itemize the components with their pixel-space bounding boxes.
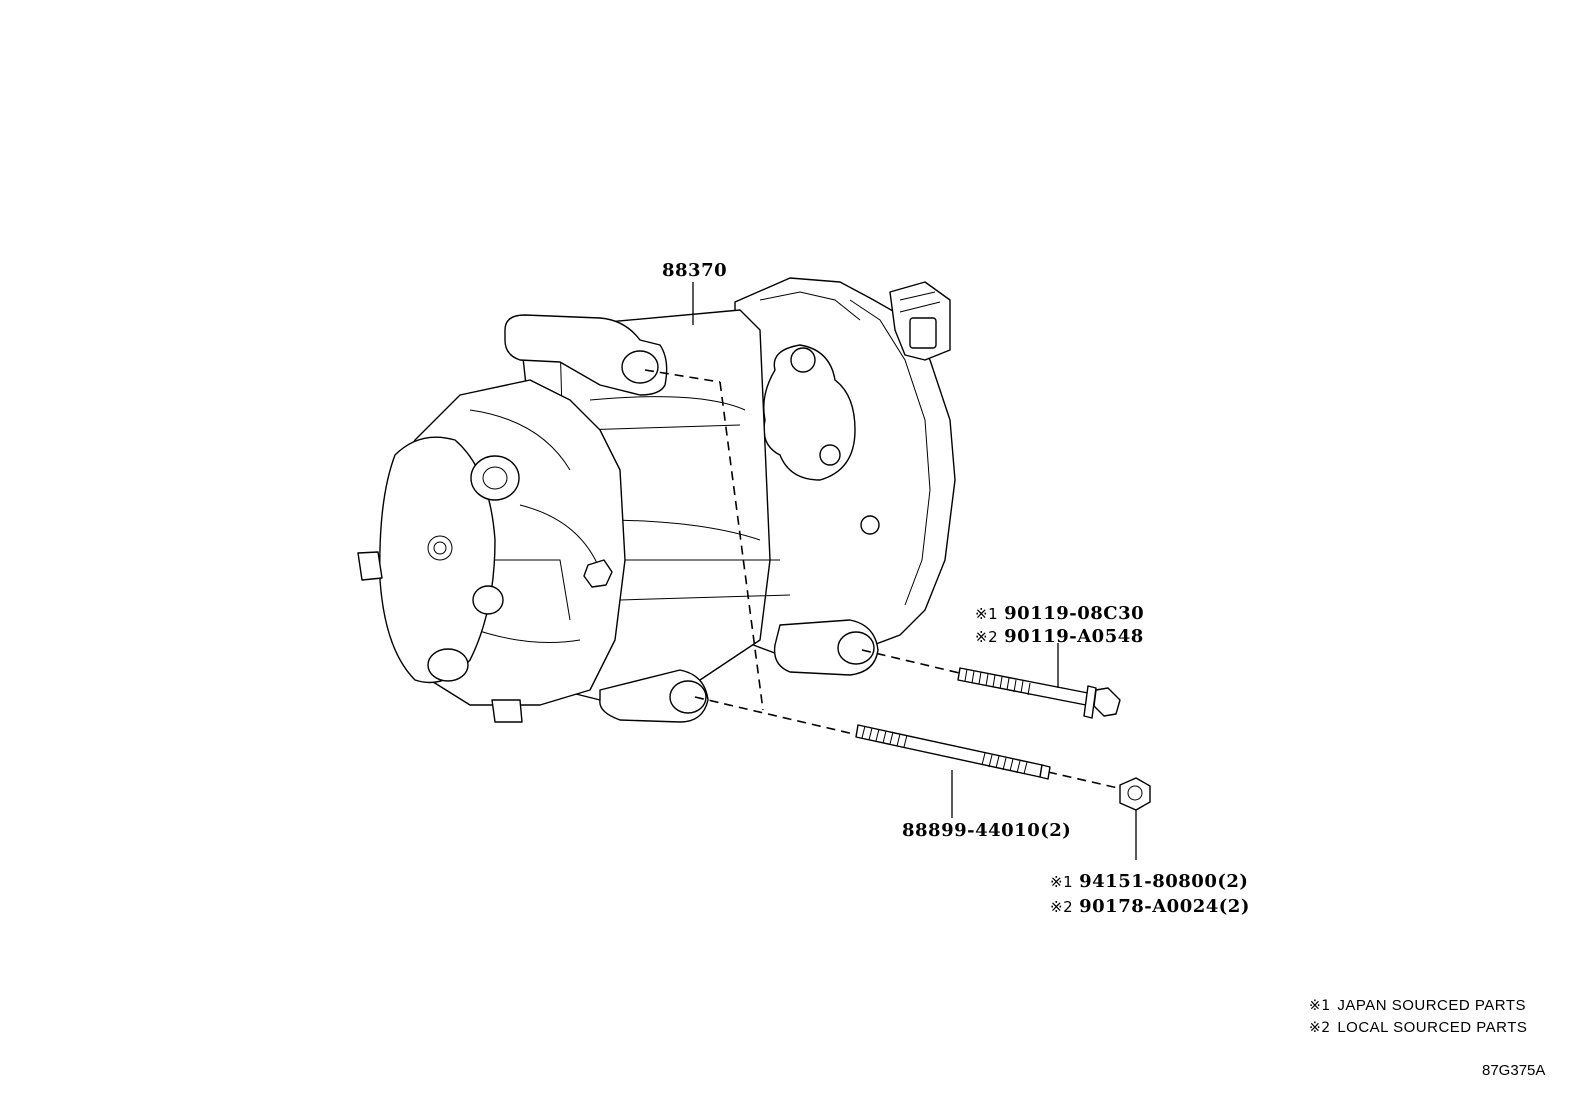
legend-local-text: LOCAL SOURCED PARTS bbox=[1337, 1019, 1528, 1036]
nut-local-label[interactable]: ※2 90178-A0024(2) bbox=[1050, 896, 1250, 917]
legend-note-japan: ※1 JAPAN SOURCED PARTS bbox=[1309, 997, 1526, 1014]
assembly-lines bbox=[644, 369, 1119, 789]
bolt-local-part-number: 90119-A0548 bbox=[1004, 626, 1144, 647]
leader-lines bbox=[692, 282, 1137, 860]
compressor-part-number[interactable]: 88370 bbox=[662, 260, 728, 281]
stud-part-number[interactable]: 88899-44010(2) bbox=[902, 820, 1072, 841]
bolt-local-label[interactable]: ※2 90119-A0548 bbox=[975, 626, 1144, 647]
legend-japan-mark: ※1 bbox=[1309, 998, 1331, 1014]
bolt-japan-label[interactable]: ※1 90119-08C30 bbox=[975, 603, 1144, 624]
japan-mark: ※1 bbox=[975, 605, 999, 623]
legend-japan-text: JAPAN SOURCED PARTS bbox=[1337, 997, 1527, 1014]
nut-japan-label[interactable]: ※1 94151-80800(2) bbox=[1050, 871, 1248, 892]
legend-local-mark: ※2 bbox=[1309, 1020, 1331, 1036]
nut-local-part-number: 90178-A0024(2) bbox=[1079, 896, 1250, 917]
stud-drawing[interactable] bbox=[855, 724, 1051, 780]
compressor-assembly[interactable] bbox=[357, 277, 956, 723]
nut-drawing[interactable] bbox=[1119, 777, 1151, 811]
bolt-japan-part-number: 90119-08C30 bbox=[1004, 603, 1145, 624]
bolt-drawing[interactable] bbox=[957, 667, 1121, 719]
nut-japan-part-number: 94151-80800(2) bbox=[1079, 871, 1249, 892]
local-mark: ※2 bbox=[1050, 898, 1074, 916]
local-mark: ※2 bbox=[975, 628, 999, 646]
legend-note-local: ※2 LOCAL SOURCED PARTS bbox=[1309, 1019, 1527, 1036]
japan-mark: ※1 bbox=[1050, 873, 1074, 891]
diagram-code: 87G375A bbox=[1482, 1062, 1546, 1079]
